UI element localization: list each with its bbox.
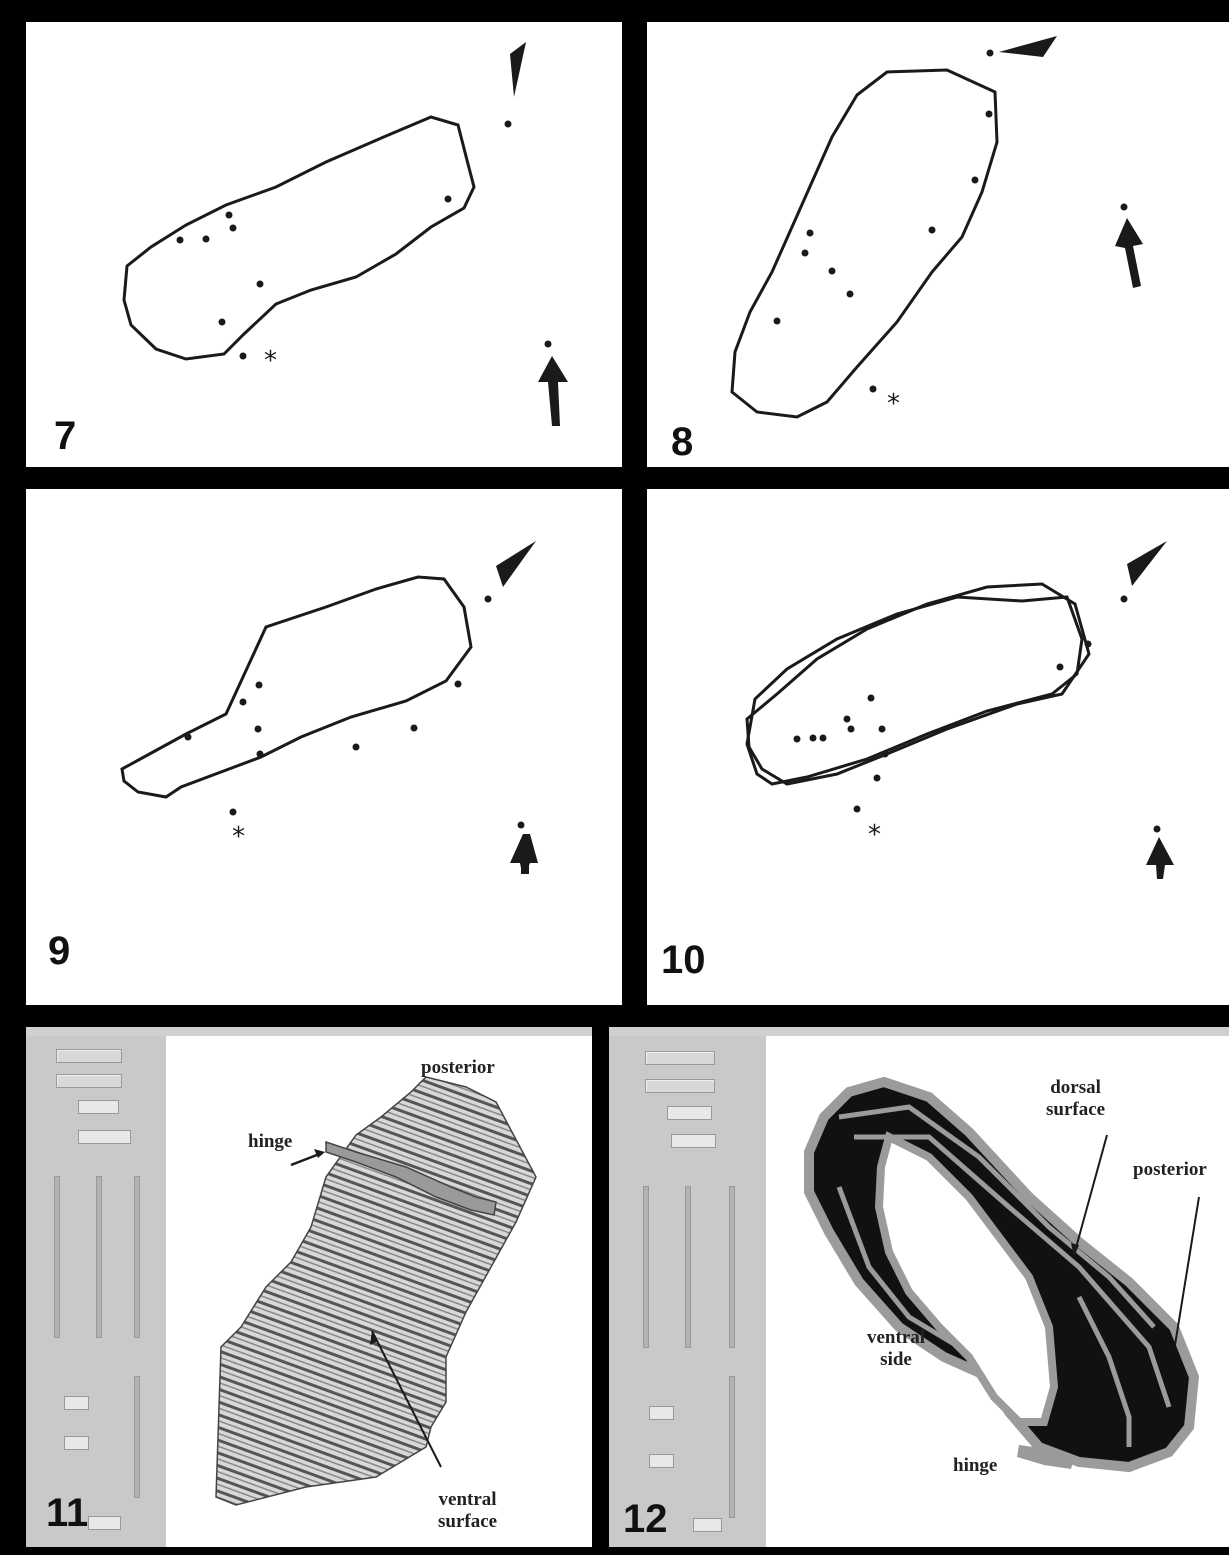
- posterior-label: posterior: [421, 1057, 495, 1079]
- hinge-label: hinge: [248, 1131, 292, 1153]
- panel-9: * 9: [26, 489, 622, 1005]
- panel-12: dorsal surface posterior ventral side hi…: [609, 1027, 1229, 1547]
- chromosome-dots: [177, 121, 552, 360]
- panel-11-render: [26, 1027, 592, 1547]
- panel-7-drawing: *: [26, 22, 622, 467]
- arrow-icon: [538, 356, 568, 426]
- dorsal-surface-label: dorsal surface: [1046, 1077, 1105, 1121]
- panel-number: 8: [671, 422, 693, 462]
- hinge-label: hinge: [953, 1455, 997, 1477]
- dorsal-pointer: [1074, 1135, 1107, 1255]
- arrowhead-icon: [496, 541, 536, 587]
- panel-number: 9: [48, 931, 70, 971]
- ventral-surface-label: ventral surface: [438, 1489, 497, 1533]
- panel-number: 12: [623, 1499, 668, 1539]
- cell-outline-1: [747, 584, 1089, 784]
- cell-outline: [124, 117, 474, 359]
- panel-8: * 8: [647, 22, 1229, 467]
- panel-11: posterior hinge ventral surface 11: [26, 1027, 592, 1547]
- panel-number: 10: [661, 940, 706, 980]
- cell-outline: [122, 577, 471, 797]
- panel-10: * 10: [647, 489, 1229, 1005]
- arrowhead-icon: [999, 36, 1057, 57]
- panel-number: 11: [46, 1493, 88, 1533]
- arrowhead-icon: [510, 42, 526, 97]
- asterisk-icon: *: [264, 346, 277, 376]
- arrowhead-icon: [1127, 541, 1167, 586]
- cell-outline-2: [747, 597, 1082, 784]
- panel-8-drawing: *: [647, 22, 1229, 467]
- chromosome-dots: [185, 596, 525, 829]
- asterisk-icon: *: [232, 822, 245, 852]
- ventral-side-label: ventral side: [867, 1327, 925, 1371]
- asterisk-icon: *: [887, 389, 900, 419]
- chromosome-dots: [774, 50, 1128, 393]
- panel-7: * 7: [26, 22, 622, 467]
- arrow-icon: [1115, 218, 1143, 288]
- panel-10-drawing: *: [647, 489, 1229, 1005]
- posterior-label: posterior: [1133, 1159, 1207, 1181]
- panel-number: 7: [54, 416, 76, 456]
- cell-outline: [732, 70, 997, 417]
- arrow-icon: [510, 834, 538, 874]
- posterior-pointer: [1175, 1197, 1199, 1345]
- panel-9-drawing: *: [26, 489, 622, 1005]
- panel-12-render: [609, 1027, 1229, 1547]
- asterisk-icon: *: [868, 820, 881, 850]
- arrow-icon: [1146, 837, 1174, 879]
